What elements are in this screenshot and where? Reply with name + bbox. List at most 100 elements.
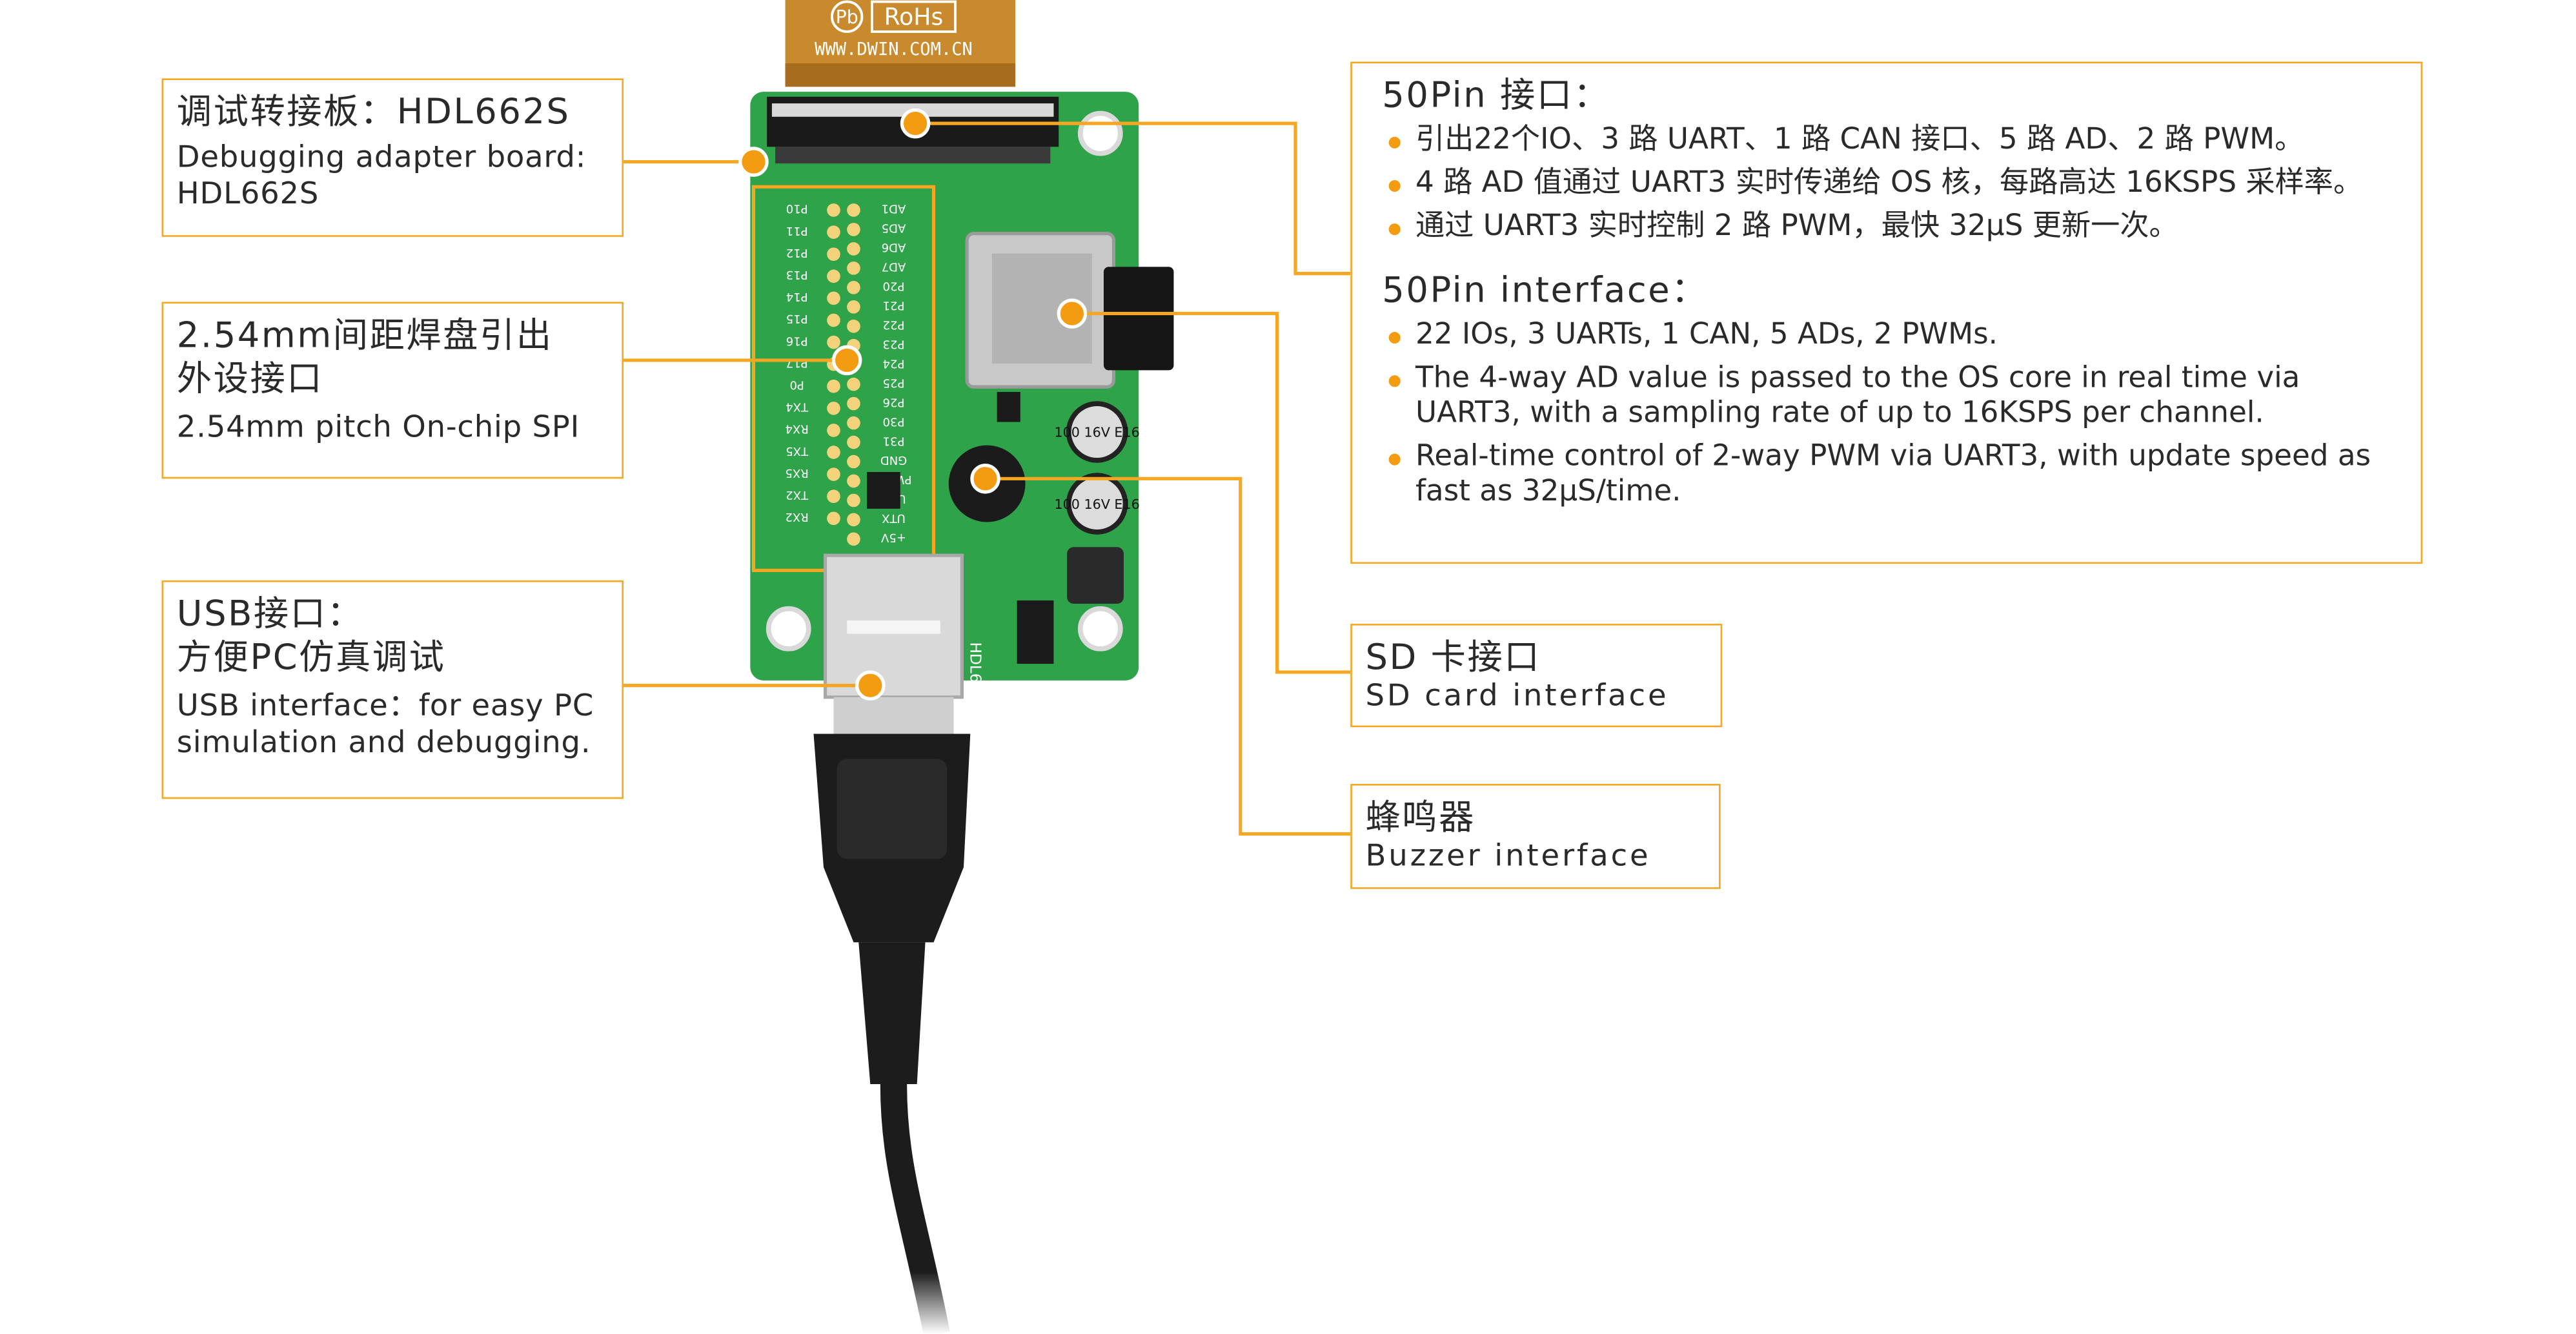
pin-pad (847, 319, 860, 333)
pin-label: UTX (882, 511, 906, 525)
pin50-en-title: 50Pin interface： (1382, 270, 1709, 311)
pin-label: P10 (786, 202, 808, 216)
pin-pad (827, 401, 840, 415)
pin-label: AD7 (882, 260, 906, 274)
pin-pad (847, 262, 860, 275)
pin-label: RX5 (785, 466, 808, 480)
callout-debug-board-title: 调试转接板：HDL662S (176, 92, 571, 132)
pcb-board: P10P11P12P13P14P15P16P17P0TX4RX4TX5RX5TX… (750, 92, 1174, 712)
pin-pad (827, 225, 840, 239)
pin-label: P16 (786, 334, 808, 347)
capacitor-label-1: 100 16V E16 (1054, 425, 1139, 440)
pin-pad (847, 242, 860, 256)
pin-pad (827, 291, 840, 305)
pin-pad (827, 446, 840, 459)
pin-label: P24 (883, 356, 905, 370)
callout-buzzer-title: 蜂鸣器 (1365, 797, 1476, 837)
pin50-cn-title: 50Pin 接口： (1382, 75, 1610, 116)
pin-label: RX4 (785, 422, 808, 436)
pin-label: P30 (883, 415, 905, 428)
pin-pad (847, 493, 860, 508)
callout-debug-board: 调试转接板：HDL662S Debugging adapter board: H… (161, 78, 624, 237)
callout-debug-board-sub: Debugging adapter board: HDL662S (176, 139, 587, 212)
callout-pitch-title: 2.54mm间距焊盘引出 外设接口 (176, 315, 553, 399)
pin50-cn-item: 4 路 AD 值通过 UART3 实时传递给 OS 核，每路高达 16KSPS … (1382, 167, 2397, 201)
pin-pad (847, 377, 860, 391)
pin-label: P11 (786, 224, 808, 238)
pin-label: TX2 (786, 488, 809, 502)
callout-usb-title: USB接口： 方便PC仿真调试 (176, 593, 446, 677)
pb-mark: Pb (836, 6, 858, 28)
site-print: WWW.DWIN.COM.CN (815, 39, 973, 59)
pin-label: P22 (883, 318, 905, 331)
pin-label: P15 (786, 312, 808, 325)
model-print: HDL662S (966, 642, 984, 711)
pin-label: P12 (786, 246, 808, 260)
pin-pad (847, 532, 860, 546)
pin-pad (827, 379, 840, 393)
pin-label: P0 (789, 378, 804, 391)
pin-label: RX2 (785, 510, 808, 524)
callout-buzzer: 蜂鸣器 Buzzer interface (1350, 784, 1721, 889)
pin-label: P26 (883, 395, 905, 409)
callout-sd-sub: SD card interface (1365, 679, 1669, 714)
pin-label: TX4 (786, 400, 809, 414)
callout-sd: SD 卡接口 SD card interface (1350, 624, 1723, 728)
pin-pad (847, 203, 860, 217)
pin-pad (827, 511, 840, 526)
pin-pads: P10P11P12P13P14P15P16P17P0TX4RX4TX5RX5TX… (785, 202, 911, 546)
pin-label: AD6 (882, 241, 906, 254)
callout-50pin: 50Pin 接口： 引出22个IO、3 路 UART、1 路 CAN 接口、5 … (1350, 61, 2423, 564)
rohs-mark: RoHs (884, 3, 944, 31)
pin-label: P17 (786, 356, 808, 369)
fpc-ribbon-cable: Pb RoHs WWW.DWIN.COM.CN (785, 0, 1016, 87)
pin50-en-item: Real-time control of 2-way PWM via UART3… (1382, 440, 2397, 510)
pin-label: TX5 (786, 444, 809, 458)
callout-dots (738, 108, 1088, 701)
pin-label: AD5 (882, 221, 906, 235)
pin-label: GND (880, 453, 907, 467)
pin-label: P31 (883, 434, 905, 447)
pin-pad (847, 223, 860, 236)
pin-label: P14 (786, 290, 808, 303)
pin-pad (827, 313, 840, 327)
callout-usb: USB接口： 方便PC仿真调试 USB interface：for easy P… (161, 580, 624, 799)
callout-lines (624, 121, 1351, 836)
pin-pad (827, 247, 840, 261)
pin-pad (847, 435, 860, 449)
pin50-en-list: 22 IOs, 3 UARTs, 1 CAN, 5 ADs, 2 PWMs. T… (1382, 318, 2397, 510)
pin-pad (847, 474, 860, 488)
pin-pad (847, 455, 860, 469)
pin-pad (827, 335, 840, 349)
pin-label: AD1 (882, 202, 906, 216)
pin-pad (827, 203, 840, 217)
callout-sd-title: SD 卡接口 (1365, 637, 1541, 677)
callout-pitch-sub: 2.54mm pitch On-chip SPI (176, 410, 580, 446)
pin-pad (827, 467, 840, 481)
pin50-cn-item: 通过 UART3 实时控制 2 路 PWM，最快 32μS 更新一次。 (1382, 210, 2397, 245)
pin-label: P23 (883, 337, 905, 351)
capacitor-label-2: 100 16V E16 (1054, 497, 1139, 512)
pin-pad (847, 396, 860, 411)
pin-label: P20 (883, 280, 905, 293)
callout-usb-sub: USB interface：for easy PC simulation and… (176, 688, 594, 761)
pin-label: P25 (883, 376, 905, 389)
pin50-en-item: 22 IOs, 3 UARTs, 1 CAN, 5 ADs, 2 PWMs. (1382, 318, 2397, 353)
pin50-cn-item: 引出22个IO、3 路 UART、1 路 CAN 接口、5 路 AD、2 路 P… (1382, 123, 2397, 158)
pin-pad (847, 300, 860, 314)
pin-pad (847, 416, 860, 430)
pin-pad (827, 424, 840, 437)
usb-cable (813, 553, 971, 1334)
pin-pad (847, 280, 860, 294)
pin-label: +5V (880, 531, 906, 544)
pin-pad (827, 489, 840, 504)
pin-label: P21 (883, 299, 905, 313)
pin50-en-item: The 4-way AD value is passed to the OS c… (1382, 362, 2397, 432)
pin50-cn-list: 引出22个IO、3 路 UART、1 路 CAN 接口、5 路 AD、2 路 P… (1382, 123, 2397, 245)
callout-pitch: 2.54mm间距焊盘引出 外设接口 2.54mm pitch On-chip S… (161, 302, 624, 479)
pin-label: P13 (786, 268, 808, 282)
pin-pad (847, 513, 860, 527)
pin-pad (827, 269, 840, 283)
